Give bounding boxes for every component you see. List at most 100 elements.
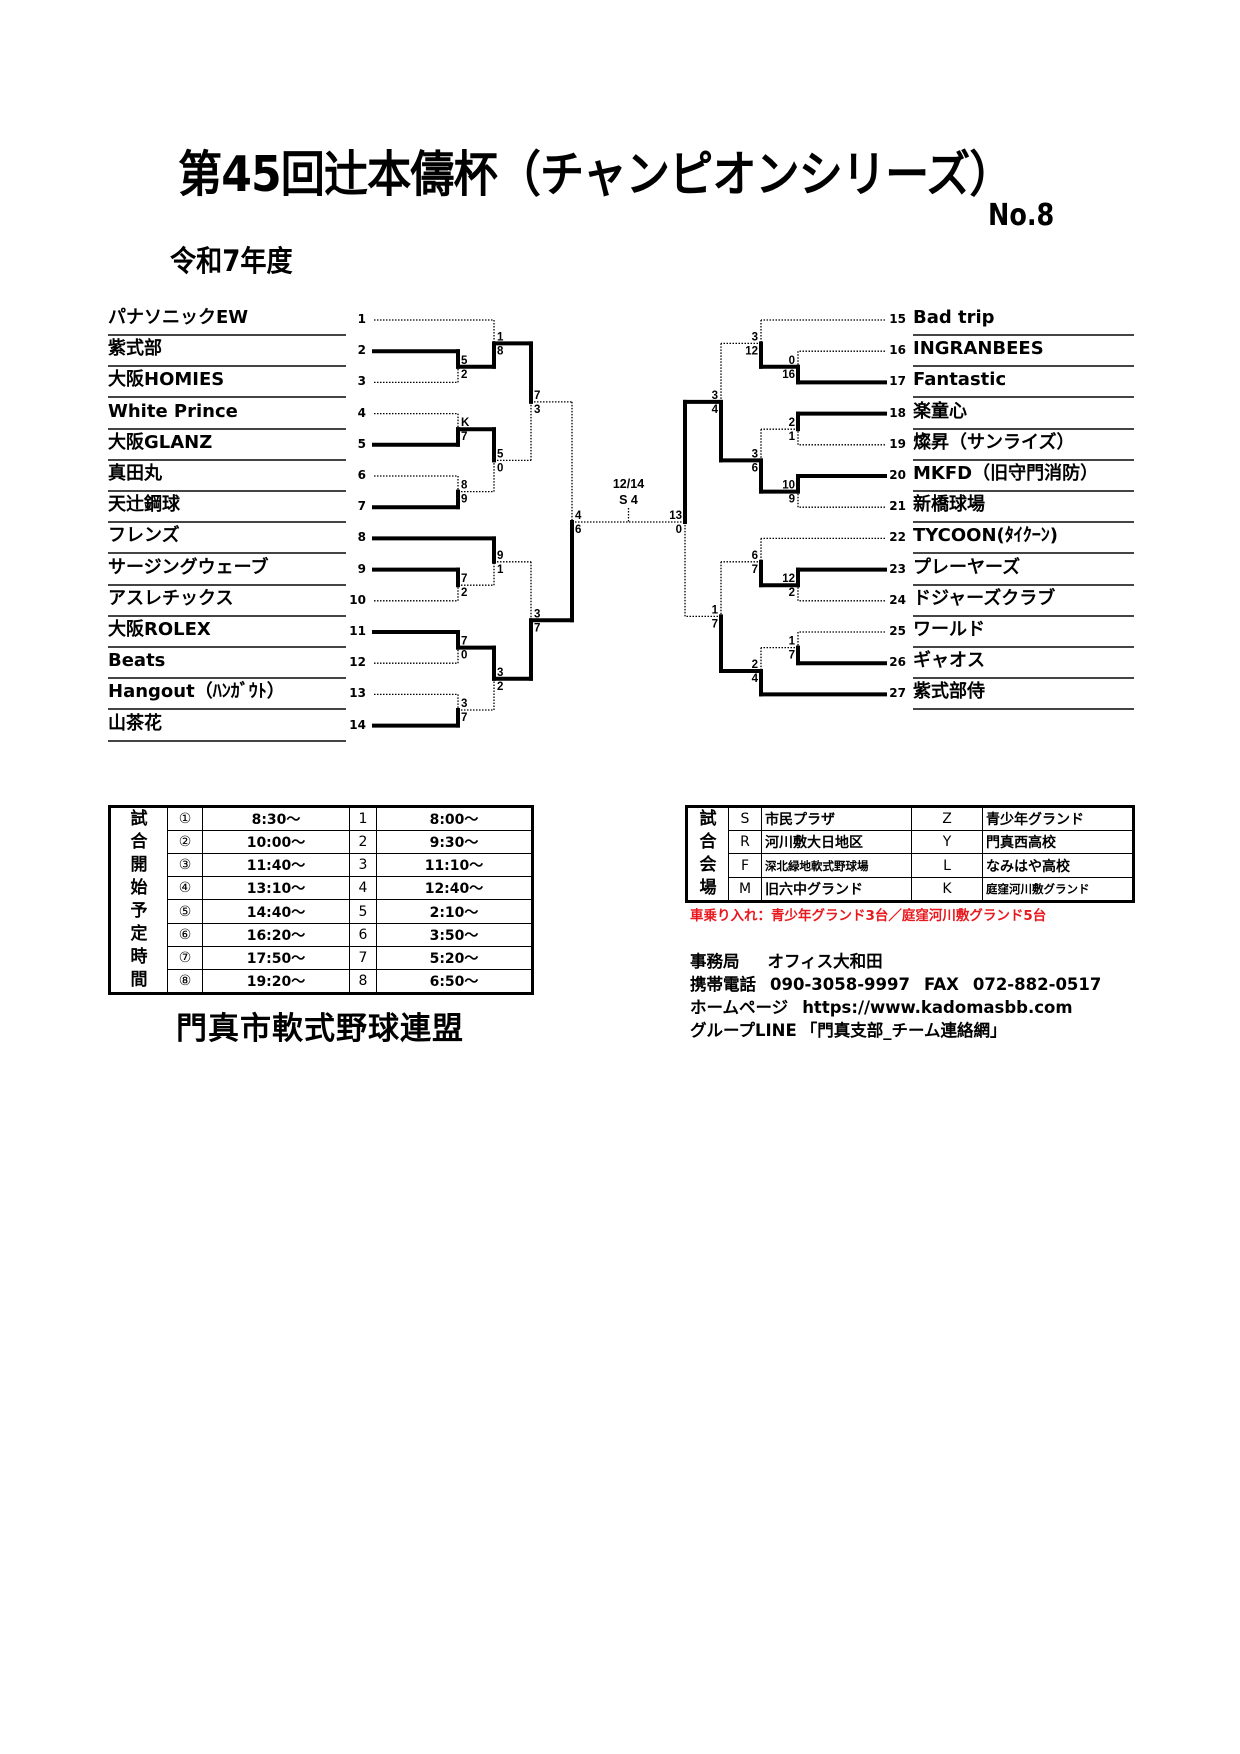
team-number: 3: [357, 374, 366, 389]
web-line: ホームページ https://www.kadomasbb.com: [690, 994, 1087, 1018]
team-number: 26: [889, 655, 906, 670]
phone-number: 090-3058-9997: [770, 975, 910, 994]
team-name: 紫式部: [108, 334, 346, 368]
start-time-alt: 5:20～: [376, 945, 533, 970]
website-link[interactable]: https://www.kadomasbb.com: [802, 998, 1073, 1017]
game-mark: ②: [167, 830, 203, 855]
team-name: 大阪HOMIES: [108, 365, 346, 399]
score-label: 7: [534, 622, 540, 634]
label-char: 予: [130, 901, 148, 921]
score-label: 2: [752, 659, 758, 671]
score-label: 6: [752, 550, 758, 562]
line-label: グループLINE: [690, 1021, 797, 1040]
team-number: 22: [889, 530, 906, 545]
score-label: 5: [461, 355, 468, 367]
score-label: 7: [461, 431, 467, 443]
venue-name: 河川敷大日地区: [761, 830, 912, 855]
office-line: 事務局オフィス大和田: [690, 948, 897, 972]
team-name: INGRANBEES: [913, 334, 1134, 368]
game-number: 6: [349, 922, 377, 947]
game-mark: ④: [167, 876, 203, 901]
score-label: 4: [752, 673, 759, 685]
team-number: 16: [889, 343, 906, 358]
score-label: 0: [789, 355, 795, 367]
team-name: 紫式部侍: [913, 677, 1134, 711]
score-label: 3: [752, 448, 758, 460]
team-name: 真田丸: [108, 459, 346, 492]
score-label: 3: [534, 608, 540, 620]
start-time-alt: 9:30～: [376, 830, 533, 855]
score-label: 2: [461, 587, 467, 599]
team-number: 11: [349, 624, 366, 638]
label-char: 場: [699, 878, 717, 898]
tournament-bracket: 5218K78950737291703732374601631221109363…: [372, 319, 887, 728]
start-time-alt: 12:40～: [376, 876, 533, 901]
start-time: 11:40～: [202, 853, 350, 878]
team-number: 24: [889, 592, 906, 607]
team-name: 燦昇（サンライズ）: [913, 428, 1134, 461]
team-name: 大阪ROLEX: [108, 615, 346, 648]
team-number: 8: [357, 530, 366, 545]
score-label: 9: [789, 494, 795, 506]
score-label: 6: [752, 462, 758, 474]
venue-name: 旧六中グランド: [761, 876, 912, 903]
team-name: アスレチックス: [108, 584, 346, 617]
venue-code: Z: [911, 805, 983, 832]
game-number: 7: [349, 945, 377, 970]
organization-name: 門真市軟式野球連盟: [176, 1011, 464, 1047]
start-time: 10:00～: [202, 830, 350, 855]
game-number: 4: [349, 876, 377, 901]
label-char: 合: [130, 832, 148, 852]
game-mark: ③: [167, 853, 203, 878]
score-label: K: [461, 417, 470, 429]
score-label: 1: [789, 431, 796, 443]
venue-name: 庭窪河川敷グランド: [982, 876, 1134, 903]
label-char: 試: [699, 809, 717, 829]
team-number: 1: [357, 312, 366, 326]
game-number: 1: [349, 805, 377, 832]
team-name: フレンズ: [108, 521, 346, 555]
score-label: 0: [461, 650, 467, 662]
venue-code: Y: [911, 830, 983, 855]
team-name: Beats: [108, 646, 346, 680]
venue-code: M: [728, 876, 762, 903]
score-label: 7: [752, 564, 758, 576]
score-label: 6: [575, 524, 581, 536]
score-label: 7: [461, 712, 467, 724]
score-label: 7: [789, 650, 795, 662]
score-label: 7: [461, 636, 467, 648]
team-number: 27: [889, 686, 906, 701]
team-name: Hangout（ﾊﾝｶﾞｳﾄ）: [108, 677, 346, 711]
score-label: 0: [497, 462, 503, 474]
team-number: 25: [889, 624, 906, 638]
start-time: 13:10～: [202, 876, 350, 901]
game-mark: ⑤: [167, 899, 203, 924]
score-label: 12: [745, 345, 758, 357]
score-label: 10: [782, 480, 795, 492]
team-number: 13: [349, 686, 366, 701]
team-number: 10: [349, 592, 366, 607]
score-label: 2: [789, 417, 795, 429]
score-label: 8: [461, 480, 468, 492]
start-time: 8:30～: [202, 805, 350, 832]
team-number: 7: [357, 499, 366, 514]
venue-label: 試合会場: [686, 806, 729, 902]
line-group-name: 「門真支部_チーム連絡網」: [800, 1021, 1007, 1040]
score-label: 1: [497, 564, 504, 576]
game-number: 3: [349, 853, 377, 878]
label-char: 始: [130, 878, 148, 898]
score-label: 7: [461, 573, 467, 585]
team-name: パナソニックEW: [108, 303, 346, 336]
start-time: 16:20～: [202, 922, 350, 947]
game-number: 5: [349, 899, 377, 924]
web-label: ホームページ: [690, 998, 789, 1017]
team-name: プレーヤーズ: [913, 553, 1134, 586]
